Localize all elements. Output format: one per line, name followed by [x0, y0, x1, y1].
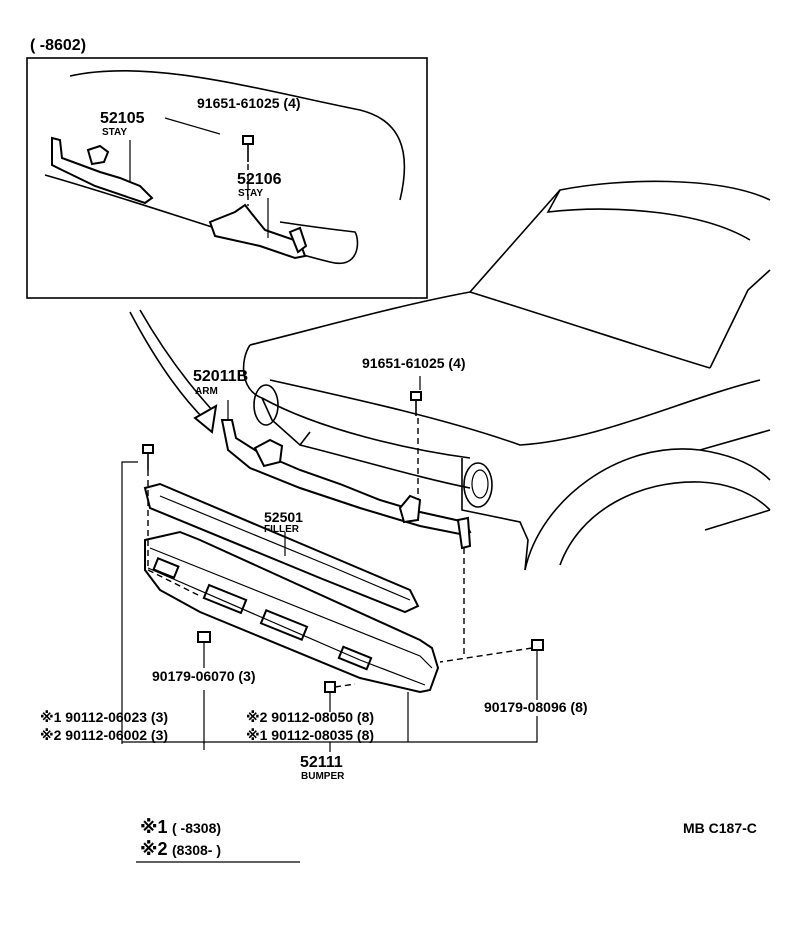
mid-bolt-label-2: ※2 90112-08050 (8) — [246, 709, 374, 725]
bumper-number: 52111 — [300, 754, 343, 771]
stay-52105-number: 52105 — [100, 110, 145, 127]
filler-crease — [159, 495, 411, 601]
filler-nut — [197, 631, 211, 643]
legend: ※1 ( -8308) ※2 (8308- ) — [136, 817, 300, 863]
inset-pointer-arrow — [129, 309, 218, 434]
hood-rear-crease — [469, 291, 711, 369]
arm-number: 52011B — [193, 368, 248, 385]
bumper-top-crease — [149, 547, 433, 669]
stay-52106-bracket — [288, 226, 308, 254]
filler-strip — [143, 482, 420, 614]
wheel-arch-inner — [559, 481, 771, 566]
filler-name: FILLER — [264, 524, 300, 535]
bumper-slot-1 — [152, 557, 180, 579]
left-bolt-leader — [121, 461, 138, 744]
hood-front-edge — [242, 344, 471, 459]
inset-bolt-head — [242, 135, 254, 145]
headlight-right — [463, 462, 493, 508]
body-bolt — [410, 376, 422, 500]
mid-bolt-head — [324, 681, 336, 693]
inset-range-label: ( -8602) — [30, 37, 86, 54]
right-nut — [531, 639, 544, 651]
stay-52105-name: STAY — [102, 127, 127, 138]
fender-front — [461, 458, 529, 571]
filler-number: 52501 — [264, 509, 303, 525]
headlight-right-inner — [471, 469, 489, 499]
arm-52011b — [220, 400, 472, 550]
bumper-nut-label: 90179-08096 (8) — [484, 699, 588, 715]
fender-side — [699, 429, 771, 451]
hood-top-edge — [249, 180, 771, 346]
stay-52105 — [51, 136, 154, 205]
left-bolt-label-1: ※1 90112-06023 (3) — [40, 709, 168, 725]
arrow-inner — [139, 309, 213, 411]
a-pillar — [709, 269, 771, 369]
legend-range-1: ( -8308) — [172, 820, 221, 836]
grille-left — [261, 397, 311, 447]
left-bolt-label-2: ※2 90112-06002 (3) — [40, 727, 168, 743]
bottom-bracket-line — [122, 716, 538, 743]
inset-body-leader — [164, 117, 221, 135]
bumper-slot-3 — [259, 608, 309, 642]
bumper-52111 — [144, 530, 440, 742]
left-bolt-head — [142, 444, 154, 454]
stay-52106-number: 52106 — [237, 171, 282, 188]
vehicle-front-outline — [242, 180, 771, 571]
rocker-line — [704, 509, 771, 531]
bumper-slot-2 — [202, 583, 248, 615]
filler-52501 — [143, 482, 420, 614]
bumper-lower-crease — [147, 567, 426, 686]
legend-mark-1: ※1 — [140, 817, 168, 837]
inset-body-outline — [69, 69, 406, 201]
inset-bolt-label: 91651-61025 (4) — [197, 95, 301, 111]
arm-right-tab — [456, 516, 472, 550]
arm-bar — [220, 419, 472, 536]
arm-right-bracket — [398, 494, 422, 524]
bumper-name: BUMPER — [301, 771, 345, 782]
right-nut-dash — [439, 647, 533, 663]
hood-shoulder — [269, 379, 761, 446]
fasteners — [121, 444, 544, 752]
stay-52105-hook — [86, 144, 110, 166]
legend-mark-2: ※2 — [140, 839, 168, 859]
bumper-slot-4 — [337, 645, 373, 671]
windshield — [546, 189, 751, 241]
arrow-outer — [129, 311, 206, 421]
wheel-arch — [524, 448, 771, 571]
bumper-shell — [144, 530, 440, 694]
inset-detail: ( -8602) 52105 STAY 91651-61025 (4) 5210… — [26, 37, 428, 299]
headlight-left — [253, 384, 279, 426]
filler-nut-label: 90179-06070 (3) — [152, 668, 256, 684]
mid-bolt-label-1: ※1 90112-08035 (8) — [246, 727, 374, 743]
arm-name: ARM — [195, 386, 218, 397]
arrow-head — [193, 404, 218, 434]
stay-52106-name: STAY — [238, 188, 263, 199]
inset-frame — [26, 57, 428, 299]
arm-left-bracket — [253, 438, 284, 468]
grille-bottom — [299, 444, 471, 489]
body-bolt-label: 91651-61025 (4) — [362, 355, 466, 371]
mid-bolt-dash — [334, 683, 356, 688]
legend-range-2: (8308- ) — [172, 842, 221, 858]
diagram-code: MB C187-C — [683, 820, 757, 836]
body-bolt-head — [410, 391, 422, 401]
inset-bumper-end — [44, 174, 359, 265]
